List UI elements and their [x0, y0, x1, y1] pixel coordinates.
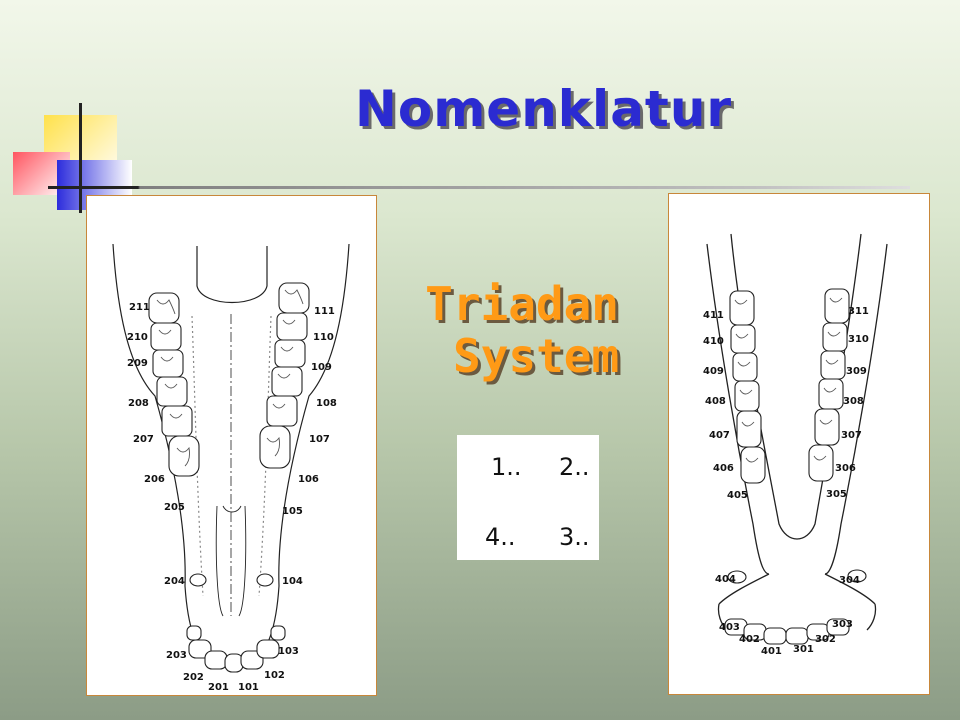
label-404: 404	[715, 574, 736, 585]
quadrant-1: 1..	[491, 453, 522, 481]
label-107: 107	[309, 434, 330, 445]
label-308: 308	[843, 396, 864, 407]
label-401: 401	[761, 646, 782, 657]
label-306: 306	[835, 463, 856, 474]
subtitle-line1: Triadan	[425, 277, 620, 331]
label-402: 402	[739, 634, 760, 645]
label-409: 409	[703, 366, 724, 377]
label-307: 307	[841, 430, 862, 441]
label-305: 305	[826, 489, 847, 500]
label-101: 101	[238, 682, 259, 693]
label-110: 110	[313, 332, 334, 343]
deco-vertical-line	[79, 103, 82, 213]
subtitle-line2: System	[453, 329, 620, 383]
label-104: 104	[282, 576, 303, 587]
label-105: 105	[282, 506, 303, 517]
label-410: 410	[703, 336, 724, 347]
label-304: 304	[839, 575, 860, 586]
quadrant-box: 1.. 2.. 4.. 3..	[457, 435, 599, 560]
label-102: 102	[264, 670, 285, 681]
page-title: Nomenklatur	[355, 80, 733, 138]
label-207: 207	[133, 434, 154, 445]
label-111: 111	[314, 306, 335, 317]
quadrant-3: 3..	[559, 523, 590, 551]
label-106: 106	[298, 474, 319, 485]
label-302: 302	[815, 634, 836, 645]
upper-jaw-diagram: 211 210 209 208 207 206 205 204 203 202 …	[86, 195, 377, 696]
label-301: 301	[793, 644, 814, 655]
label-407: 407	[709, 430, 730, 441]
label-201: 201	[208, 682, 229, 693]
label-202: 202	[183, 672, 204, 683]
label-205: 205	[164, 502, 185, 513]
label-406: 406	[713, 463, 734, 474]
label-311: 311	[848, 306, 869, 317]
label-206: 206	[144, 474, 165, 485]
label-208: 208	[128, 398, 149, 409]
label-203: 203	[166, 650, 187, 661]
label-411: 411	[703, 310, 724, 321]
label-108: 108	[316, 398, 337, 409]
label-204: 204	[164, 576, 185, 587]
label-310: 310	[848, 334, 869, 345]
lower-jaw-diagram: 411 410 409 408 407 406 405 404 403 402 …	[668, 193, 930, 695]
label-303: 303	[832, 619, 853, 630]
quadrant-4: 4..	[485, 523, 516, 551]
lower-jaw-drawing: 411 410 409 408 407 406 405 404 403 402 …	[703, 233, 888, 657]
label-109: 109	[311, 362, 332, 373]
label-309: 309	[846, 366, 867, 377]
subtitle: Triadan System	[425, 278, 619, 382]
label-209: 209	[127, 358, 148, 369]
label-103: 103	[278, 646, 299, 657]
label-408: 408	[705, 396, 726, 407]
label-405: 405	[727, 490, 748, 501]
deco-horizontal-line	[48, 186, 910, 189]
upper-jaw-drawing: 211 210 209 208 207 206 205 204 203 202 …	[112, 243, 350, 693]
label-403: 403	[719, 622, 740, 633]
label-211: 211	[129, 302, 150, 313]
quadrant-2: 2..	[559, 453, 590, 481]
label-210: 210	[127, 332, 148, 343]
